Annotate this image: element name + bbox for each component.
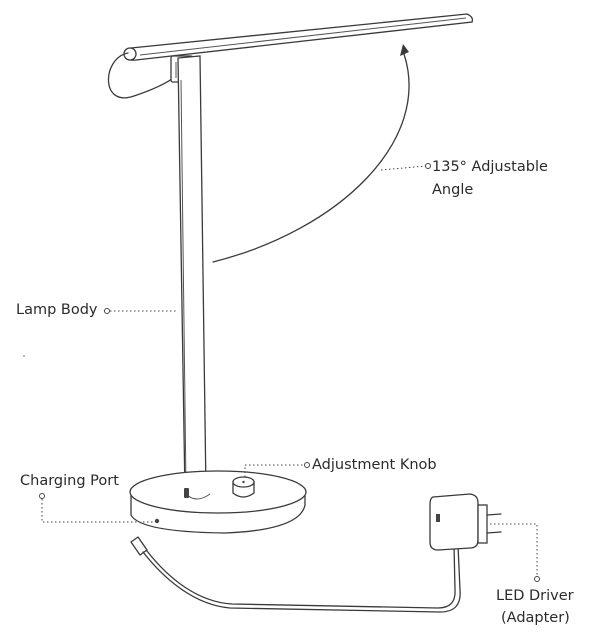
leader-led-driver-ring bbox=[534, 576, 540, 582]
leader-lamp-body-ring bbox=[104, 308, 110, 314]
label-led-driver-line2: (Adapter) bbox=[501, 610, 570, 626]
leader-knob bbox=[244, 464, 304, 477]
lamp-arm bbox=[123, 13, 474, 61]
leader-angle-ring bbox=[425, 163, 431, 169]
leader-charging-port-ring bbox=[39, 493, 45, 499]
label-angle-line2: Angle bbox=[432, 182, 474, 198]
label-adjustment-knob: Adjustment Knob bbox=[312, 457, 437, 473]
leader-knob-ring bbox=[304, 462, 310, 468]
arm-cable bbox=[107, 52, 177, 99]
leader-angle bbox=[380, 165, 427, 171]
angle-arc-arrow bbox=[400, 44, 409, 56]
lamp-body-pole bbox=[177, 55, 207, 495]
label-led-driver-line1: LED Driver bbox=[496, 588, 574, 604]
label-charging-port: Charging Port bbox=[20, 473, 119, 489]
angle-arc bbox=[212, 53, 410, 263]
led-driver-adapter bbox=[429, 493, 502, 551]
lamp-base bbox=[129, 470, 307, 534]
label-lamp-body: Lamp Body bbox=[16, 302, 98, 318]
stray-dot bbox=[23, 355, 25, 357]
charging-cable bbox=[130, 536, 461, 613]
adjustment-knob bbox=[232, 476, 255, 498]
label-angle-line1: 135° Adjustable bbox=[432, 159, 548, 175]
